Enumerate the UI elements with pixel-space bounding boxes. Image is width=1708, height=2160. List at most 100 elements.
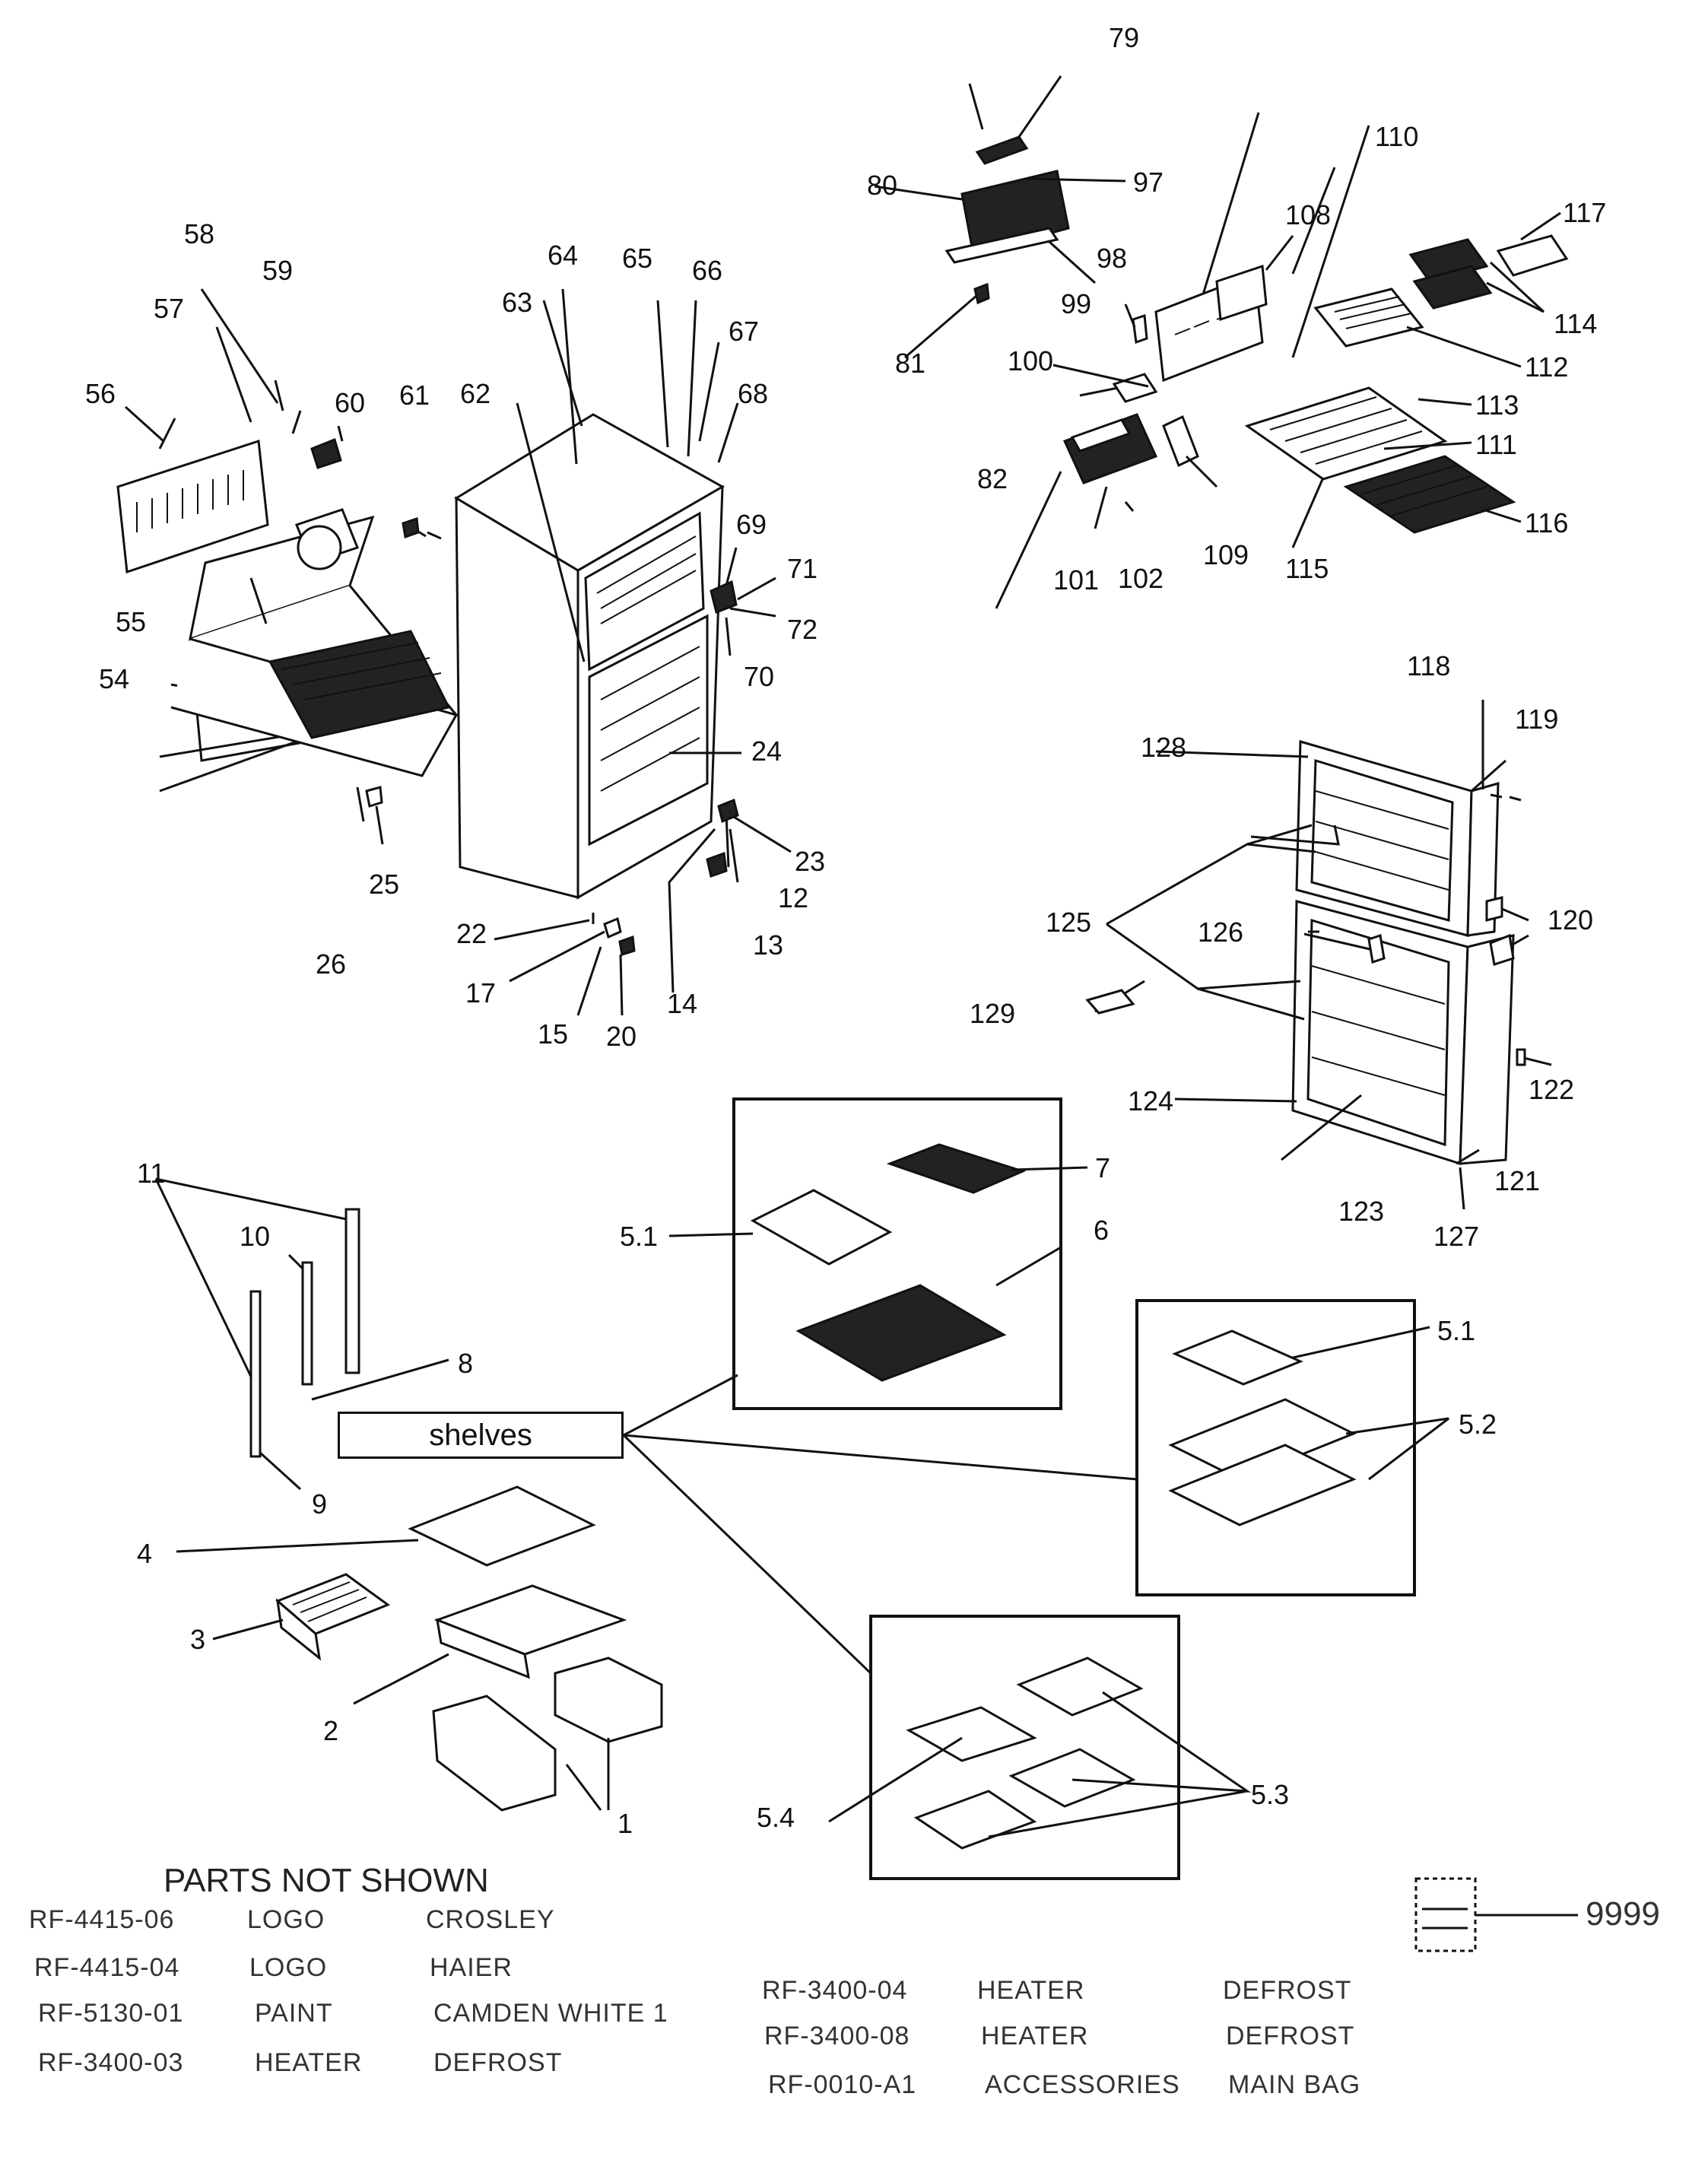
shelves-leaders (622, 1374, 1138, 1675)
callout-5-3: 5.3 (1251, 1779, 1289, 1810)
pns-left-0-desc: CROSLEY (426, 1905, 555, 1934)
pns-left-0-part: RF-4415-06 (29, 1905, 175, 1934)
callout-122: 122 (1529, 1074, 1574, 1105)
callout-25: 25 (369, 869, 399, 900)
shelves-box-c (828, 1615, 1252, 1880)
callout-127: 127 (1433, 1221, 1479, 1252)
callout-109: 109 (1203, 539, 1249, 570)
callout-12: 12 (778, 882, 808, 913)
bag-part-number: 9999 (1586, 1895, 1660, 1933)
refrigerator-cabinet (454, 288, 792, 1016)
pns-left-3-part: RF-3400-03 (38, 2048, 184, 2077)
callout-56: 56 (85, 378, 116, 409)
pns-left-3-item: HEATER (255, 2048, 363, 2077)
callout-9: 9 (312, 1488, 327, 1520)
callout-128: 128 (1141, 732, 1186, 763)
parts-not-shown-title: PARTS NOT SHOWN (163, 1862, 489, 1899)
pns-left-1-desc: HAIER (430, 1953, 513, 1982)
callout-58: 58 (184, 218, 214, 249)
door-assembly (1085, 700, 1552, 1210)
callout-101: 101 (1053, 564, 1099, 596)
callout-118: 118 (1407, 650, 1450, 681)
callout-72: 72 (787, 614, 817, 645)
callout-5-1-b: 5.1 (1437, 1315, 1475, 1346)
callout-63: 63 (502, 287, 532, 318)
machine-compartment (116, 288, 459, 845)
parts-bag-icon (1414, 1877, 1578, 1952)
door-liner-strips (154, 1177, 449, 1491)
pns-left-1-item: LOGO (249, 1953, 328, 1982)
callout-61: 61 (399, 380, 430, 411)
ice-trays (1244, 211, 1569, 548)
callout-66: 66 (692, 255, 722, 286)
callout-120: 120 (1548, 904, 1593, 935)
pns-right-1-item: HEATER (981, 2022, 1089, 2050)
callout-59: 59 (262, 255, 293, 286)
callout-100: 100 (1008, 345, 1053, 376)
pns-left-2-part: RF-5130-01 (38, 1999, 184, 2028)
pns-left-1-part: RF-4415-04 (34, 1953, 180, 1982)
pns-right-0-item: HEATER (977, 1976, 1085, 2005)
callout-labels: 79 80 97 99 81 98 100 82 101 102 109 108… (85, 22, 1606, 1839)
callout-69: 69 (736, 509, 767, 540)
callout-57: 57 (154, 293, 184, 324)
pns-left-0-item: LOGO (247, 1905, 325, 1934)
callout-125: 125 (1046, 907, 1091, 938)
callout-3: 3 (190, 1624, 205, 1655)
callout-116: 116 (1525, 507, 1568, 538)
callout-23: 23 (795, 846, 825, 877)
shelves-box-b (1135, 1299, 1449, 1596)
callout-62: 62 (460, 378, 490, 409)
evaporator-assembly (874, 75, 1126, 359)
callout-129: 129 (970, 998, 1015, 1029)
callout-55: 55 (116, 606, 146, 637)
callout-79: 79 (1109, 22, 1139, 53)
callout-5-2: 5.2 (1459, 1409, 1497, 1440)
pns-right-1-desc: DEFROST (1226, 2022, 1355, 2050)
callout-97: 97 (1133, 167, 1164, 198)
shelves-label: shelves (338, 1412, 624, 1459)
callout-108: 108 (1285, 199, 1331, 230)
callout-64: 64 (548, 240, 578, 271)
callout-126: 126 (1198, 916, 1243, 948)
callout-110: 110 (1375, 121, 1418, 152)
callout-5-1-a: 5.1 (620, 1221, 658, 1252)
callout-119: 119 (1515, 704, 1558, 735)
callout-98: 98 (1097, 243, 1127, 274)
callout-14: 14 (667, 988, 697, 1019)
pns-right-2-item: ACCESSORIES (985, 2070, 1180, 2099)
callout-121: 121 (1494, 1165, 1540, 1196)
callout-115: 115 (1285, 553, 1329, 584)
callout-24: 24 (751, 735, 782, 767)
callout-81: 81 (895, 348, 925, 379)
callout-82: 82 (977, 463, 1008, 494)
callout-5-4: 5.4 (757, 1802, 795, 1833)
pns-right-0-part: RF-3400-04 (762, 1976, 908, 2005)
callout-2: 2 (323, 1715, 338, 1746)
callout-6: 6 (1094, 1215, 1109, 1246)
callout-4: 4 (137, 1538, 152, 1569)
callout-68: 68 (738, 378, 768, 409)
pns-right-0-desc: DEFROST (1223, 1976, 1352, 2005)
callout-65: 65 (622, 243, 652, 274)
callout-20: 20 (606, 1021, 637, 1052)
callout-13: 13 (753, 929, 783, 961)
callout-10: 10 (240, 1221, 270, 1252)
callout-1: 1 (617, 1808, 633, 1839)
callout-123: 123 (1338, 1196, 1384, 1227)
callout-67: 67 (729, 316, 759, 347)
callout-22: 22 (456, 918, 487, 949)
pns-left-3-desc: DEFROST (433, 2048, 563, 2077)
shelves-box-a (668, 1097, 1088, 1410)
callout-99: 99 (1061, 288, 1091, 319)
callout-111: 111 (1475, 429, 1517, 460)
callout-112: 112 (1525, 351, 1568, 383)
callout-26: 26 (316, 948, 346, 980)
callout-7: 7 (1095, 1152, 1110, 1183)
callout-54: 54 (99, 663, 129, 694)
callout-60: 60 (335, 387, 365, 418)
pns-right-2-desc: MAIN BAG (1228, 2070, 1361, 2099)
callout-70: 70 (744, 661, 774, 692)
pns-right-1-part: RF-3400-08 (764, 2022, 910, 2050)
pns-left-2-desc: CAMDEN WHITE 1 (433, 1999, 668, 2028)
